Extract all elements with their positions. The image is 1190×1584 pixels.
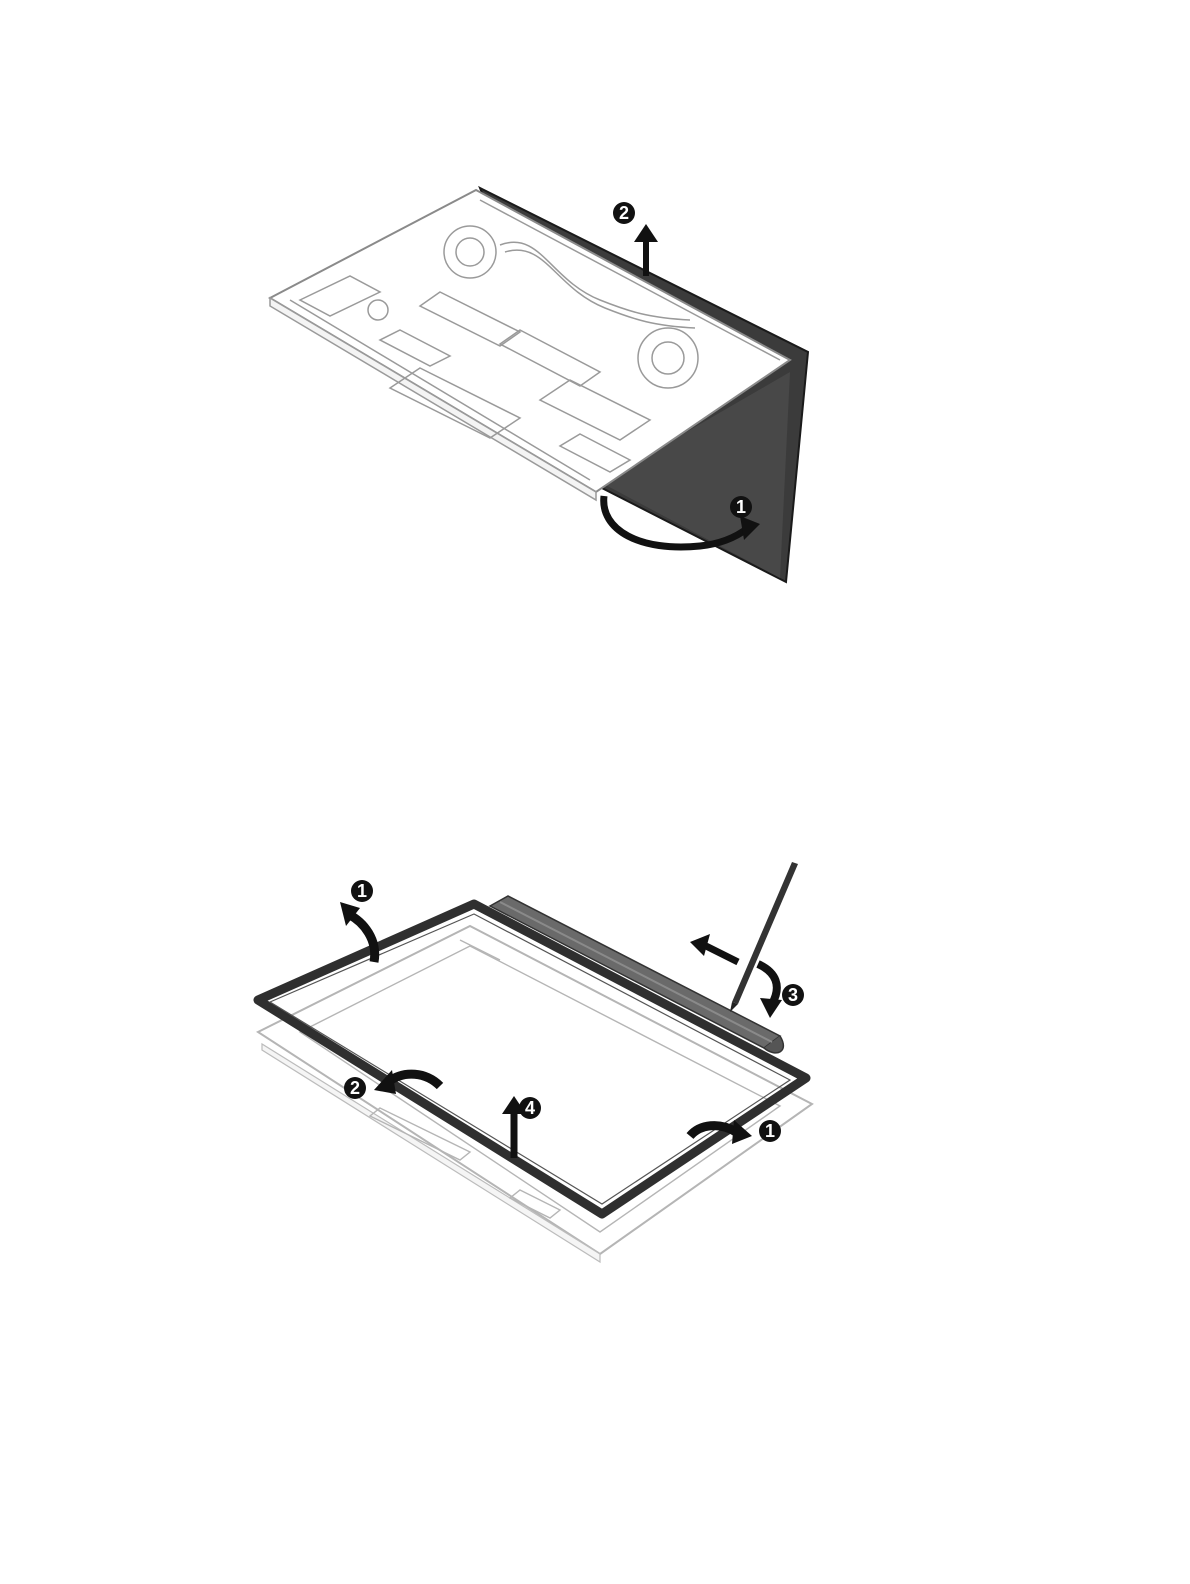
callout-1-top-left: 1 (351, 880, 373, 902)
display-bezel-removal-figure: 1 3 2 4 1 (0, 840, 1190, 1280)
display-back-cover (258, 926, 812, 1254)
svg-text:4: 4 (525, 1098, 535, 1118)
svg-text:1: 1 (765, 1121, 775, 1141)
callout-1: 1 (730, 496, 752, 518)
svg-text:1: 1 (736, 497, 746, 517)
callout-4: 4 (519, 1097, 541, 1119)
display-removal-illustration: 2 1 (0, 150, 1190, 630)
svg-text:3: 3 (788, 985, 798, 1005)
callout-3: 3 (782, 984, 804, 1006)
callout-2: 2 (344, 1077, 366, 1099)
callout-2: 2 (613, 202, 635, 224)
display-removal-figure: 2 1 (0, 150, 1190, 630)
svg-text:2: 2 (619, 203, 629, 223)
callout-1-bottom-right: 1 (759, 1120, 781, 1142)
svg-text:2: 2 (350, 1078, 360, 1098)
svg-text:1: 1 (357, 881, 367, 901)
bezel-removal-illustration: 1 3 2 4 1 (0, 840, 1190, 1280)
